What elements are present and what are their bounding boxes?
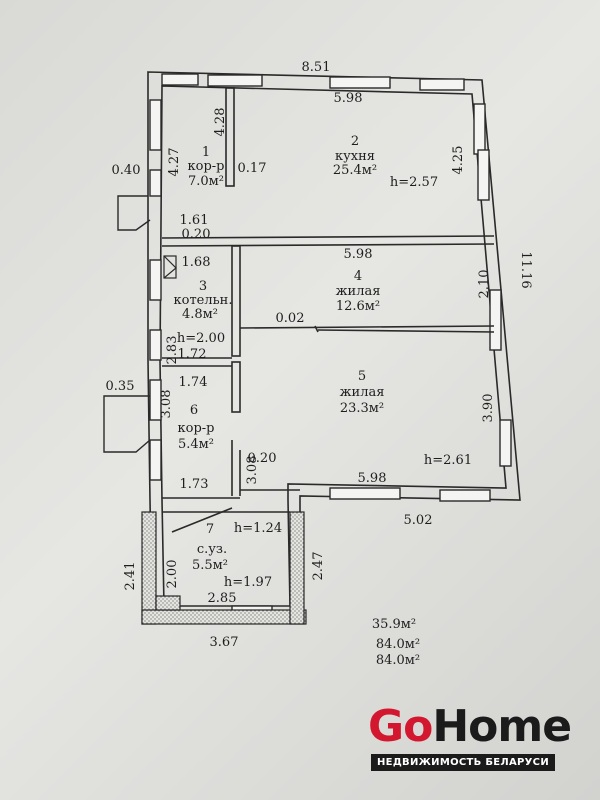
room-3-name: котельн. (174, 293, 233, 308)
room-4-number: 4 (354, 269, 362, 284)
room-7-number: 7 (206, 522, 214, 537)
room-7-area: 5.5м² (192, 558, 228, 573)
dim-porch2: 0.35 (106, 379, 135, 394)
room-5-name: жилая (340, 385, 385, 400)
dim-boiler-bottom: 1.72 (178, 347, 207, 362)
dim-corridor1-partition2: 0.20 (182, 227, 211, 242)
kitchen-height: h=2.57 (390, 175, 438, 190)
room-7-name: с.уз. (197, 542, 227, 557)
boiler-height: h=2.00 (177, 331, 225, 346)
room-4-area: 12.6м² (336, 299, 380, 314)
logo-go: Go (368, 701, 433, 752)
dim-corridor6-left: 3.08 (159, 390, 174, 419)
partitions (161, 87, 495, 533)
dim-porch-top: 0.40 (112, 163, 141, 178)
dim-corridor1-inner: 4.28 (213, 108, 228, 137)
room-2-name: кухня (335, 149, 375, 164)
dim-boiler-width: 1.68 (182, 255, 211, 270)
room-1-number: 1 (202, 145, 210, 160)
dim-right-overall: 11.16 (518, 251, 533, 288)
dim-corridor6-width: 1.74 (179, 375, 208, 390)
dim-bath-right: 2.47 (311, 552, 326, 581)
bath-height: h=1.97 (224, 575, 272, 590)
dim-bath-left-inner: 2.00 (165, 560, 180, 589)
area-totals: 35.9м² 84.0м² 84.0м² (372, 617, 420, 668)
total-1: 35.9м² (372, 617, 416, 632)
logo-home: Home (432, 701, 572, 752)
dim-corridor1-left: 4.27 (167, 148, 182, 177)
room-6-area: 5.4м² (178, 437, 214, 452)
dim-corridor6-bottom: 1.73 (180, 477, 209, 492)
room-labels: 1 кор-р 7.0м² 2 кухня 25.4м² h=2.57 3 ко… (174, 134, 473, 590)
room-2-area: 25.4м² (333, 163, 377, 178)
room-1-name: кор-р (188, 159, 225, 174)
dim-top-overall: 8.51 (302, 60, 331, 75)
dim-outer-bottom-right: 5.02 (404, 513, 433, 528)
dim-corridor1-width: 1.61 (180, 213, 209, 228)
dim-top-inner: 5.98 (334, 91, 363, 106)
room-3-area: 4.8м² (182, 307, 218, 322)
room-2-number: 2 (351, 134, 359, 149)
dim-bath-left-outer: 2.41 (123, 562, 138, 591)
room-5-area: 23.3м² (340, 401, 384, 416)
boiler-symbol (163, 255, 177, 279)
dim-room4-right: 2.10 (477, 270, 492, 299)
logo-wordmark: GoHome (368, 701, 572, 752)
dim-room4-gap: 0.02 (276, 311, 305, 326)
porches (103, 195, 151, 453)
dim-bath-outer-width: 3.67 (210, 635, 239, 650)
dim-boiler-left: 2.83 (165, 336, 180, 365)
total-3: 84.0м² (376, 653, 420, 668)
bath-small-height: h=1.24 (234, 521, 282, 536)
logo-tagline: НЕДВИЖИМОСТЬ БЕЛАРУСИ (371, 754, 555, 771)
bath-walls (141, 511, 307, 625)
dim-bath-inner-width: 2.85 (208, 591, 237, 606)
dim-room5-bottom: 5.98 (358, 471, 387, 486)
dimension-labels: 8.51 5.98 5.98 5.98 5.02 0.02 1.61 0.20 … (106, 60, 533, 650)
room-5-number: 5 (358, 369, 366, 384)
dim-room5-right: 3.90 (481, 394, 496, 423)
room-6-number: 6 (190, 403, 198, 418)
room-4-name: жилая (336, 284, 381, 299)
dim-corridor1-partition: 0.17 (238, 161, 267, 176)
dim-room4-top: 5.98 (344, 247, 373, 262)
room-1-area: 7.0м² (188, 174, 224, 189)
dim-corridor6-right: 3.08 (245, 456, 260, 485)
total-2: 84.0м² (376, 637, 420, 652)
dim-room5-partition: 0.20 (248, 451, 277, 466)
room-3-number: 3 (199, 279, 207, 294)
gohome-logo: GoHome НЕДВИЖИМОСТЬ БЕЛАРУСИ (368, 701, 572, 774)
room-6-name: кор-р (178, 421, 215, 436)
dim-kitchen-right: 4.25 (451, 146, 466, 175)
room5-height: h=2.61 (424, 453, 472, 468)
